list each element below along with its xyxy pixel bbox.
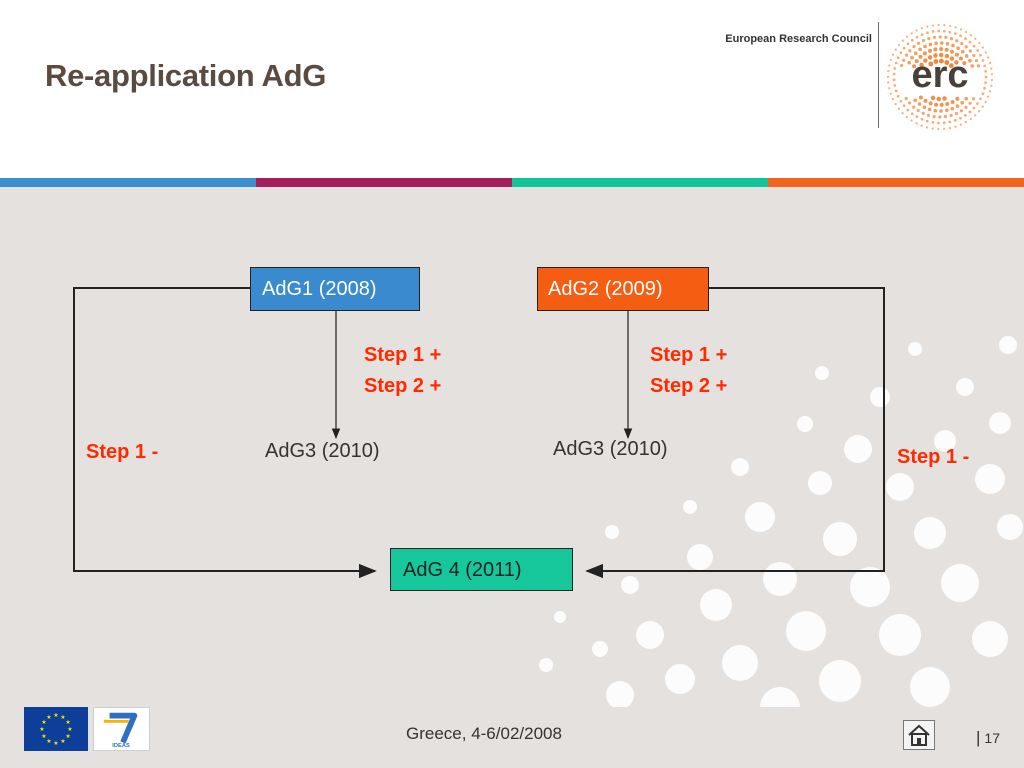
- fp7-ideas-logo: IDEAS: [93, 707, 150, 751]
- decorative-dot-pattern: [539, 336, 1023, 707]
- slide-title: Re-application AdG: [45, 58, 327, 93]
- svg-text:★: ★: [53, 740, 58, 747]
- eu-flag-logo: ★★★★★★★★★★★★: [24, 707, 88, 751]
- step-left-inner-1: Step 1 +: [364, 344, 442, 366]
- node-adg1-label: AdG1 (2008): [262, 278, 377, 300]
- svg-text:★: ★: [39, 726, 44, 733]
- node-adg2: AdG2 (2009): [537, 267, 709, 311]
- svg-text:★: ★: [65, 733, 70, 740]
- adg3-left-label: AdG3 (2010): [265, 440, 380, 462]
- page-separator: |: [976, 728, 981, 747]
- svg-text:★: ★: [60, 714, 65, 721]
- fp7-ideas-text: IDEAS: [112, 743, 130, 749]
- svg-text:★: ★: [67, 726, 72, 733]
- slide-header: Re-application AdG European Research Cou…: [0, 0, 1024, 178]
- home-icon: [908, 724, 930, 746]
- connector-adg1-to-adg4: [73, 287, 377, 579]
- connector-adg2-to-adg4: [585, 287, 885, 579]
- stripe-blue: [0, 178, 256, 187]
- erc-logo: erc: [886, 23, 994, 131]
- steps-left-inner: Step 1 + Step 2 +: [364, 340, 441, 402]
- node-adg4: AdG 4 (2011): [390, 548, 573, 591]
- svg-text:★: ★: [46, 714, 51, 721]
- footer-location-date: Greece, 4-6/02/2008: [406, 724, 562, 743]
- stripe-orange: [768, 178, 1024, 187]
- color-stripe-bar: [0, 178, 1024, 187]
- steps-right-inner: Step 1 + Step 2 +: [650, 340, 727, 402]
- logo-divider: [878, 22, 879, 128]
- stripe-magenta: [256, 178, 512, 187]
- eu-star-circle: ★★★★★★★★★★★★: [39, 712, 72, 747]
- step-right-inner-1: Step 1 +: [650, 344, 728, 366]
- erc-logo-dot-ring: [886, 23, 994, 131]
- svg-text:★: ★: [46, 738, 51, 745]
- svg-text:★: ★: [60, 738, 65, 745]
- erc-logo-text: erc: [911, 54, 968, 96]
- page-number: |17: [976, 728, 1000, 748]
- svg-text:★: ★: [65, 719, 70, 726]
- svg-text:★: ★: [53, 712, 58, 719]
- step-right-inner-2: Step 2 +: [650, 375, 728, 397]
- node-adg2-label: AdG2 (2009): [548, 278, 663, 300]
- step-left-outer: Step 1 -: [86, 441, 159, 463]
- step-right-outer: Step 1 -: [897, 446, 970, 468]
- step-left-inner-2: Step 2 +: [364, 375, 442, 397]
- stripe-green: [512, 178, 768, 187]
- home-button[interactable]: [903, 720, 935, 750]
- node-adg4-label: AdG 4 (2011): [403, 559, 522, 581]
- svg-text:★: ★: [41, 719, 46, 726]
- node-adg1: AdG1 (2008): [250, 267, 420, 311]
- organization-name: European Research Council: [725, 33, 872, 45]
- adg3-right-label: AdG3 (2010): [553, 438, 668, 460]
- page-number-value: 17: [984, 730, 1000, 746]
- svg-text:★: ★: [41, 733, 46, 740]
